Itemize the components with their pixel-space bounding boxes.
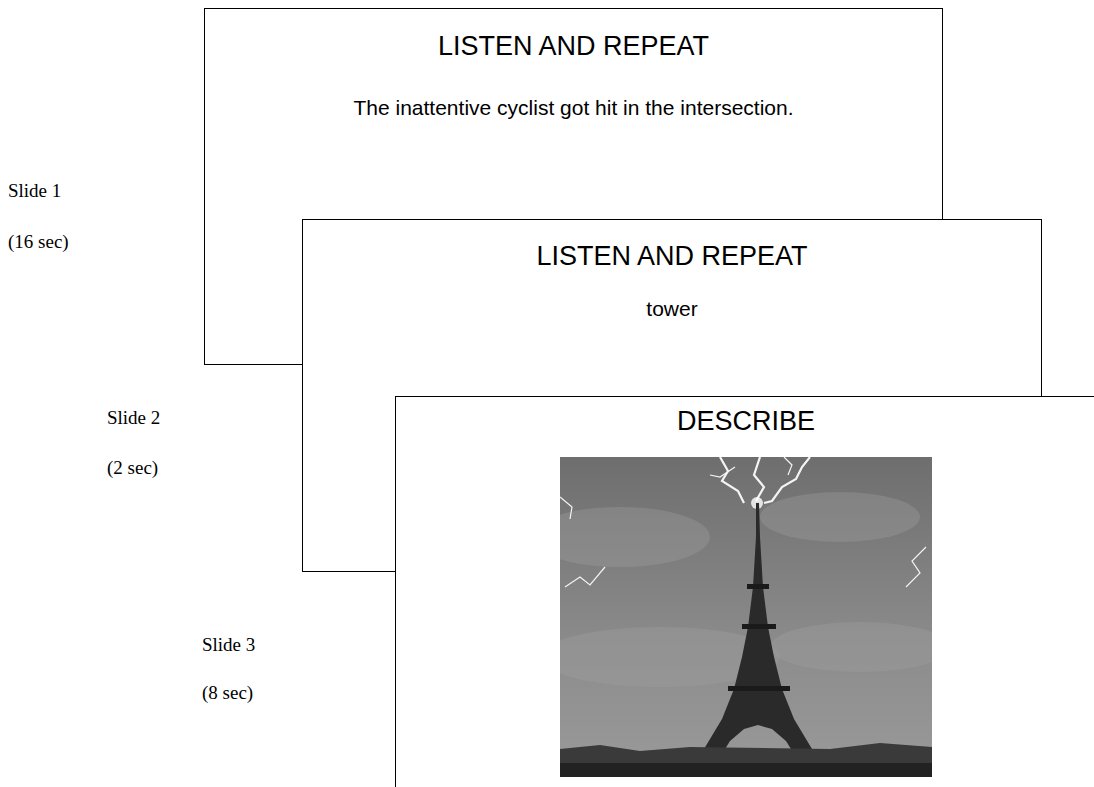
slide-heading: DESCRIBE [396, 406, 1094, 437]
lightning-bolt [784, 457, 792, 475]
slide-label: (8 sec) [202, 682, 253, 704]
slide-heading: LISTEN AND REPEAT [205, 31, 942, 62]
slide-body: The inattentive cyclist got hit in the i… [205, 96, 942, 120]
cloud [770, 622, 932, 672]
slide-heading: LISTEN AND REPEAT [303, 241, 1041, 272]
slide-body: tower [303, 297, 1041, 321]
slide-label: (2 sec) [107, 457, 158, 479]
cloud [560, 507, 710, 567]
lightning-bolt [710, 467, 735, 477]
sky [560, 457, 932, 777]
cloud [760, 492, 920, 542]
tower-platform [742, 624, 776, 629]
tower-platform [728, 686, 790, 691]
rooftops [560, 743, 932, 777]
slide-label: Slide 2 [107, 407, 160, 429]
lightning-bolt [560, 497, 572, 519]
lightning-bolt [720, 457, 744, 503]
slide-label: Slide 3 [202, 634, 255, 656]
slide-box: DESCRIBE [395, 396, 1094, 787]
ground [560, 763, 932, 777]
lightning-bolt [906, 547, 926, 587]
lightning-bolt [764, 457, 810, 503]
eiffel-tower [694, 503, 822, 757]
tower-platform [747, 584, 769, 589]
slide-label: Slide 1 [8, 180, 61, 202]
slide-label: (16 sec) [8, 231, 69, 253]
lightning-bolt [565, 567, 605, 587]
eiffel-lightning-photo [560, 457, 932, 777]
lightning-bolt [754, 457, 764, 501]
